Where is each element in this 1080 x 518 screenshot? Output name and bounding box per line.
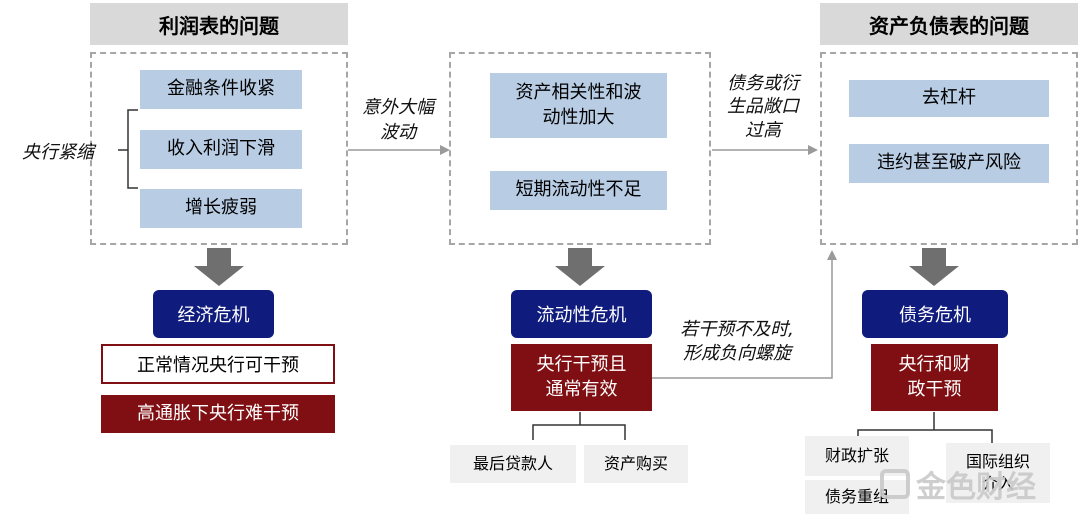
debt-crisis-badge: 债务危机: [862, 290, 1008, 338]
central-bank-tightening-label: 央行紧缩: [22, 142, 94, 163]
down-arrow-income: [194, 248, 244, 286]
liquidity-intervention-box: 央行干预且 通常有效: [511, 344, 652, 411]
income-statement-box: [90, 52, 348, 245]
economic-crisis-badge: 经济危机: [153, 290, 274, 338]
income-item-financial-tightening: 金融条件收紧: [140, 70, 302, 109]
down-arrow-middle: [555, 248, 605, 286]
balance-sheet-box: [820, 52, 1078, 245]
arrow-spiral: [652, 250, 837, 379]
balance-sheet-header: 资产负债表的问题: [820, 3, 1078, 45]
liquidity-tools-bracket: [532, 412, 626, 440]
balance-item-default-risk: 违约甚至破产风险: [849, 144, 1049, 183]
income-item-profit-decline: 收入利润下滑: [140, 130, 302, 169]
liquidity-problem-box: [449, 52, 711, 245]
middle-item-short-term-liquidity: 短期流动性不足: [490, 171, 667, 210]
normal-intervention-box: 正常情况央行可干预: [101, 344, 335, 384]
tool-lender-of-last-resort: 最后贷款人: [450, 445, 576, 483]
down-arrow-balance: [909, 248, 959, 286]
high-inflation-box: 高通胀下央行难干预: [101, 395, 335, 433]
income-statement-header: 利润表的问题: [90, 3, 348, 45]
debt-intervention-box: 央行和财 政干预: [871, 344, 998, 411]
debt-exposure-label: 债务或衍 生品敞口 过高: [727, 73, 799, 141]
watermark: 金色财经: [880, 462, 1036, 506]
middle-item-correlation: 资产相关性和波 动性加大: [490, 73, 667, 138]
liquidity-crisis-badge: 流动性危机: [511, 290, 652, 338]
watermark-text: 金色财经: [916, 470, 1036, 505]
volatility-label: 意外大幅 波动: [362, 97, 434, 144]
tool-asset-purchase: 资产购买: [584, 445, 688, 483]
tool-international-org: 国际组织 介入: [946, 443, 1050, 503]
balance-item-deleverage: 去杠杆: [849, 80, 1049, 117]
bracket-line: [118, 109, 138, 189]
negative-spiral-label: 若干预不及时, 形成负向螺旋: [680, 319, 794, 365]
gold-logo-icon: [880, 469, 910, 499]
income-item-weak-growth: 增长疲弱: [140, 189, 302, 228]
